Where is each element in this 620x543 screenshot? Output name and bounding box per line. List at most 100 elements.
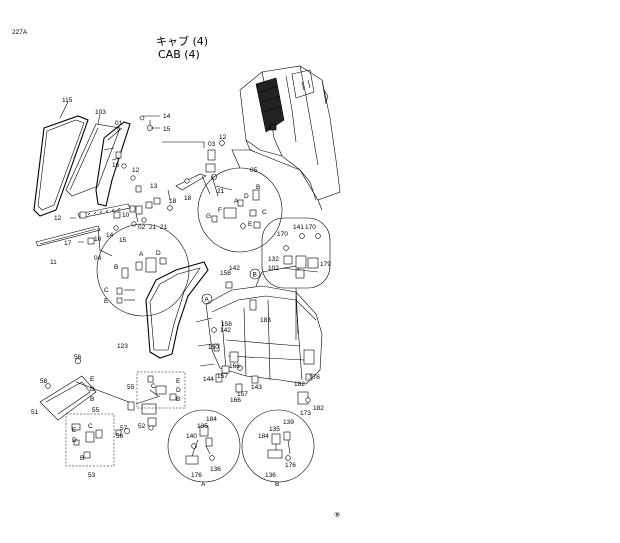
callout: 176 [285,462,296,469]
callout: 140 [186,433,197,440]
page-marker: ⑨ [334,511,340,519]
callout: 182 [313,405,324,412]
callout: 15 [119,237,127,244]
callout: 17 [64,240,72,247]
svg-text:C: C [262,209,267,216]
callout: 132 [268,256,279,263]
callout: 184 [258,433,269,440]
lower-window-assembly [39,358,186,467]
callout: 01 [115,120,123,127]
callout: 16 [112,162,120,169]
callout: 56 [116,433,124,440]
callout: 52 [138,423,146,430]
callout: 04 [94,255,102,262]
callout: 12 [132,167,140,174]
callout: 05 [250,167,258,174]
callout: 170 [305,224,316,231]
callout: 15 [163,126,171,133]
callout: 136 [210,466,221,473]
svg-text:D: D [156,250,161,257]
callout: 176 [309,374,320,381]
callout: 182 [294,381,305,388]
detail-circle-05 [197,149,283,253]
callout: 103 [95,109,106,116]
svg-text:D: D [244,193,249,200]
callout: 179 [320,261,331,268]
door-seal-123 [145,261,209,359]
callout: 141 [293,224,304,231]
callout: 123 [117,343,128,350]
svg-text:B: B [80,455,84,462]
callout: 57 [120,425,128,432]
callout: 139 [283,419,294,426]
callout: 144 [203,376,214,383]
callout: 14 [106,232,114,239]
callout: 51 [31,409,39,416]
cab-thumbnail [239,65,341,211]
callout: 02 [138,224,146,231]
callout: 18 [169,198,177,205]
svg-text:E: E [176,378,181,385]
sheet-code: 227A [12,29,28,36]
callout: 13 [150,183,158,190]
callout-labels: 115 103 01 14 15 16 12 13 03 12 18 21 05… [31,97,331,479]
title-english: CAB (4) [158,48,200,61]
title-japanese: キャブ (4) [156,34,208,48]
callout: 150 [208,344,219,351]
callout: 12 [219,134,227,141]
svg-text:C: C [88,423,93,430]
detail-circle-b [241,409,315,483]
callout: 53 [88,472,96,479]
cab-frame [195,265,323,405]
callout: 21 [149,224,157,231]
svg-text:B: B [256,184,260,191]
svg-text:A: A [139,251,144,258]
callout: 135 [197,423,208,430]
svg-text:A: A [205,297,210,304]
letter-keys: B A D C E B D F A G C E E D C B E D C B … [72,184,279,488]
svg-text:B: B [90,396,94,403]
detail-box-right [261,217,331,335]
callout: 166 [229,363,240,370]
callout: 142 [229,265,240,272]
svg-text:D: D [72,437,77,444]
svg-text:D: D [176,387,181,394]
callout: 102 [268,265,279,272]
svg-text:B: B [275,481,279,488]
svg-text:E: E [90,376,95,383]
callout: 142 [220,327,231,334]
svg-text:E: E [104,298,109,305]
svg-text:A: A [201,481,206,488]
svg-text:E: E [72,427,77,434]
callout: 58 [40,378,48,385]
svg-text:B: B [176,396,180,403]
callout: 56 [74,354,82,361]
detail-circle-04 [96,223,190,317]
callout: 55 [92,407,100,414]
callout: 157 [237,391,248,398]
callout: 157 [217,373,228,380]
callout: 18 [184,195,192,202]
callout: 176 [191,472,202,479]
svg-text:C: C [151,383,156,390]
svg-text:D: D [90,386,95,393]
svg-text:C: C [104,287,109,294]
svg-text:A: A [234,198,239,205]
svg-text:B: B [114,264,118,271]
callout: 184 [206,416,217,423]
callout: 183 [260,317,271,324]
callout: 166 [230,397,241,404]
svg-text:B: B [253,272,257,279]
callout: 143 [251,384,262,391]
detail-circle-a [167,409,241,483]
callout: 135 [269,426,280,433]
callout: 115 [62,97,73,104]
marker-b: B [249,268,261,280]
callout: 10 [94,236,102,243]
marker-a: A [201,293,213,305]
callout: 10 [122,212,130,219]
callout: 173 [300,410,311,417]
callout: 170 [277,231,288,238]
callout: 55 [127,384,135,391]
